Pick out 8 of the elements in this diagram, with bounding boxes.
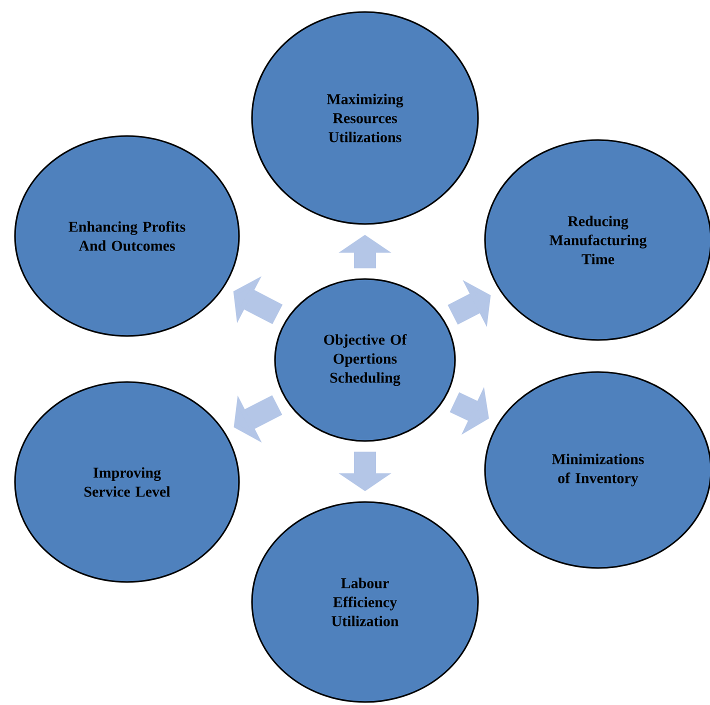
- circle-node: Minimizations of Inventory: [484, 371, 710, 569]
- block-arrow: [234, 395, 282, 443]
- circle-node: Objective Of Opertions Scheduling: [274, 278, 456, 442]
- circle-node: Reducing Manufacturing Time: [484, 139, 710, 341]
- circle-node: Labour Efficiency Utilization: [251, 501, 479, 703]
- circle-node: Enhancing Profits And Outcomes: [14, 135, 240, 337]
- circle-node: Maximizing Resources Utilizations: [251, 11, 479, 225]
- circle-node: Improving Service Level: [14, 381, 240, 583]
